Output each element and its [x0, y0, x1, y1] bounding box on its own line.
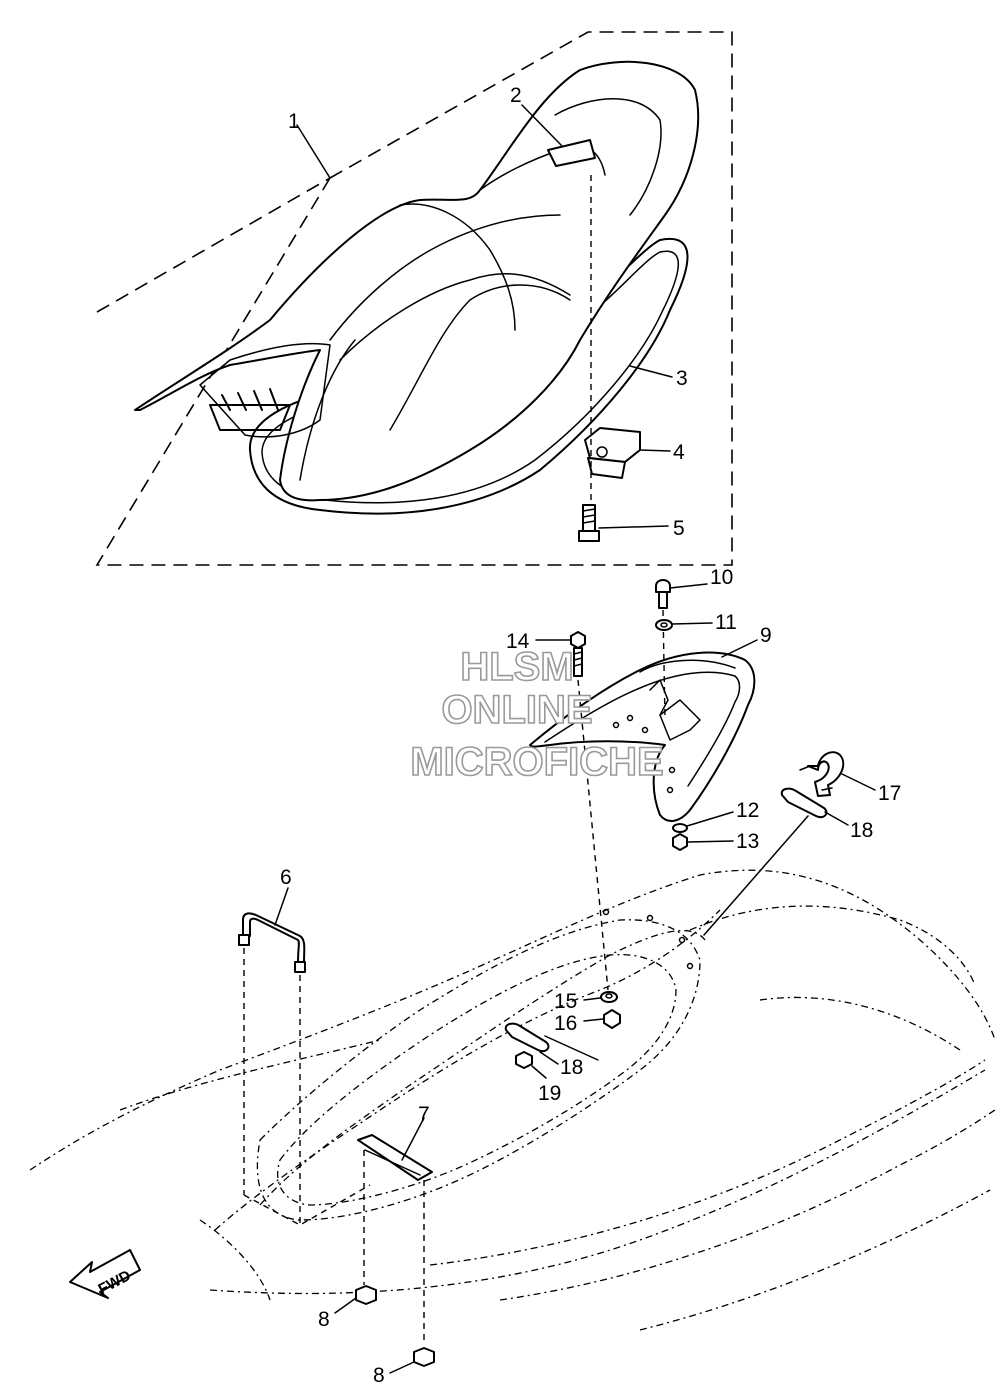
leader-4: [639, 449, 671, 452]
callout-16: 16: [554, 1012, 577, 1035]
nut-13: [672, 833, 688, 851]
callout-18-upper: 18: [850, 819, 873, 842]
callout-15: 15: [554, 990, 577, 1013]
leader-1: [296, 124, 331, 179]
leader-13: [687, 840, 734, 843]
strap-plate-18-upper: [780, 787, 828, 819]
callout-19: 19: [538, 1082, 561, 1105]
latch-bracket: [584, 427, 641, 479]
leader-15: [583, 997, 601, 1001]
callout-17: 17: [878, 782, 901, 805]
leader-17: [841, 773, 876, 791]
axis-bolt-14: [577, 679, 609, 991]
callout-6: 6: [280, 866, 292, 889]
seat-bolt: [578, 504, 600, 542]
axis-bolt-10: [662, 609, 666, 721]
watermark: HLSM ONLINE MICROFICHE: [410, 644, 665, 785]
cover-bolt-10: [655, 579, 671, 609]
u-bolt-17: [799, 751, 845, 797]
seat-latch-teeth: [209, 388, 291, 431]
leader-3: [629, 365, 673, 378]
callout-9: 9: [760, 624, 772, 647]
callout-4: 4: [673, 441, 685, 464]
leader-5: [598, 525, 669, 529]
callout-12: 12: [736, 799, 759, 822]
leader-8b: [389, 1361, 415, 1374]
hull-deck: [29, 869, 996, 1331]
strap-plate-18-lower: [504, 1022, 550, 1053]
watermark-line-3: MICROFICHE: [410, 740, 663, 784]
callout-14: 14: [506, 630, 530, 653]
callout-8-left: 8: [318, 1308, 330, 1331]
mount-plate: [357, 1134, 433, 1181]
leader-8a: [334, 1297, 357, 1314]
leader-12: [686, 811, 734, 827]
seat-assembly-boundary: [95, 31, 733, 566]
grab-handle: [238, 912, 306, 973]
callout-8-right: 8: [373, 1364, 385, 1387]
nut-8-right: [413, 1347, 435, 1367]
callout-18-lower: 18: [560, 1056, 583, 1079]
leader-9: [721, 639, 758, 658]
seat-badge: [547, 139, 596, 167]
callout-7: 7: [418, 1103, 430, 1126]
watermark-line-2: ONLINE: [441, 688, 592, 732]
leader-16: [583, 1018, 604, 1022]
leader-6: [274, 887, 289, 926]
callout-13: 13: [736, 830, 759, 853]
callout-2: 2: [510, 84, 522, 107]
leader-18a: [824, 811, 849, 826]
callout-5: 5: [673, 517, 685, 540]
fwd-badge: FWD: [69, 1249, 141, 1299]
nut-8-left: [355, 1285, 377, 1305]
callout-3: 3: [676, 367, 688, 390]
leader-10: [669, 583, 708, 589]
callout-1: 1: [288, 110, 300, 133]
handle-mount-guide: [243, 1184, 371, 1226]
grommet-15: [600, 991, 618, 1003]
washer-11: [655, 619, 673, 631]
leader-7: [401, 1117, 425, 1161]
callout-11: 11: [715, 611, 737, 634]
leader-18b: [539, 1035, 599, 1065]
strap-line-upper: [703, 815, 809, 936]
arrow-forward-icon: [69, 1249, 141, 1299]
leader-19: [531, 1065, 547, 1079]
nut-16: [603, 1009, 621, 1029]
rear-cover: [529, 651, 756, 822]
washer-12: [672, 823, 688, 833]
seat-cushion: [134, 60, 700, 502]
cover-bolt-14: [570, 631, 586, 677]
callout-10: 10: [710, 566, 733, 589]
leader-11: [671, 622, 713, 625]
leader-2: [521, 104, 563, 147]
nut-19: [515, 1051, 533, 1069]
watermark-line-1: HLSM: [460, 645, 573, 689]
